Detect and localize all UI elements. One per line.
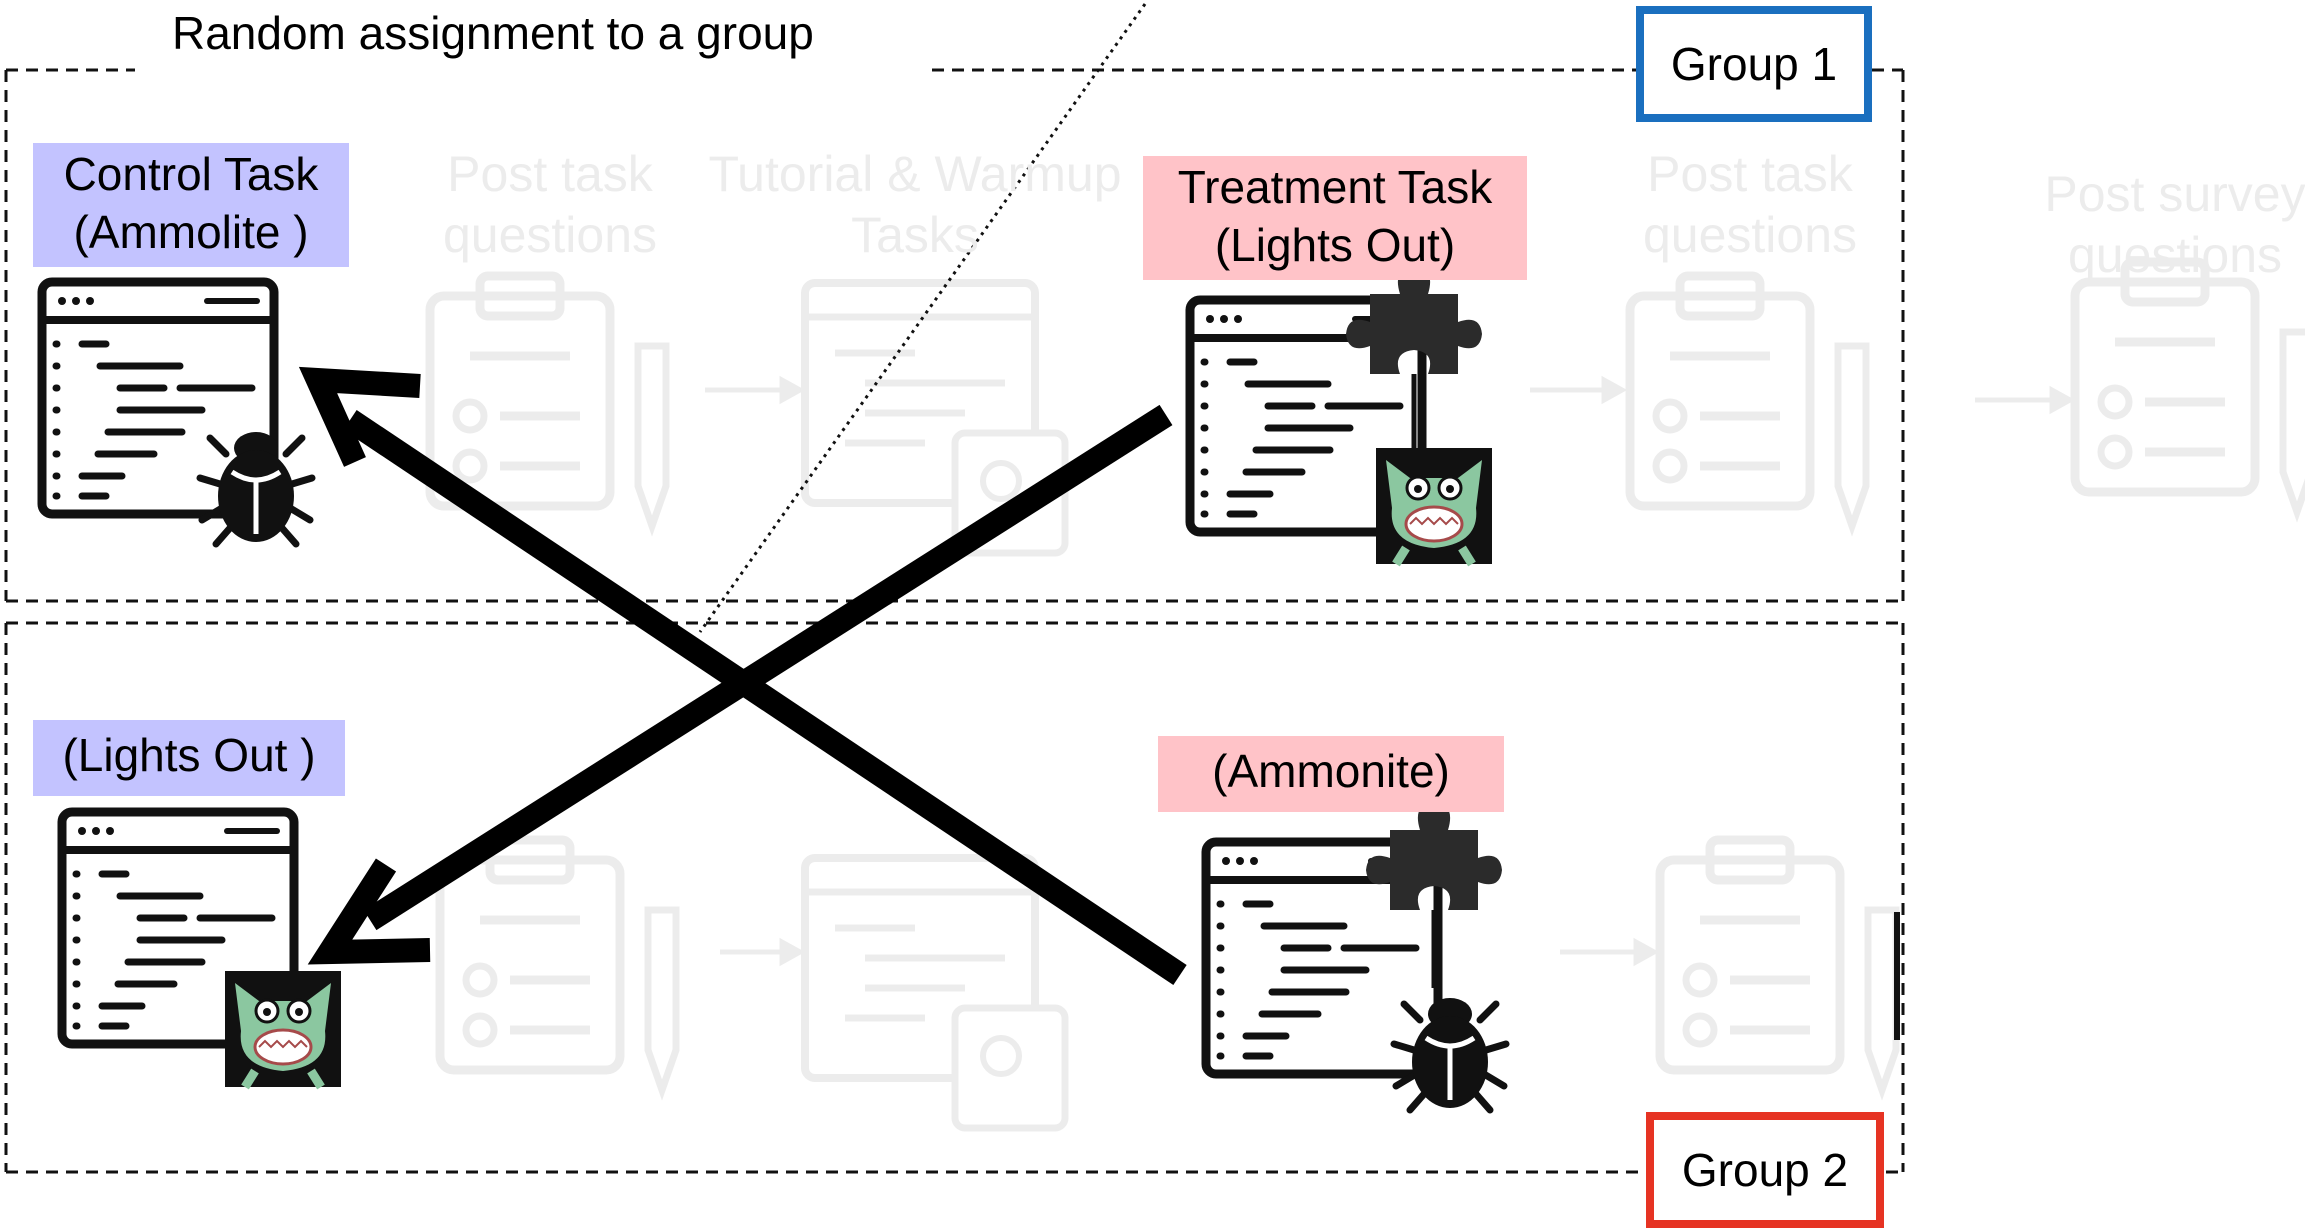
faded-step-label: Post task questions — [442, 146, 658, 263]
divider-dotted-line — [698, 3, 1147, 633]
diagram-title: Random assignment to a group — [172, 7, 814, 59]
group1-treatment-label: Treatment Task (Lights Out) — [1143, 156, 1527, 280]
arrowhead-group2 — [307, 858, 431, 965]
group1-badge: Group 1 — [1636, 6, 1872, 122]
swap-arrows — [298, 366, 1187, 985]
group2-frame — [4, 621, 1905, 1174]
group2-treatment-label: (Ammonite) — [1158, 736, 1504, 812]
arrow-to-group2-control — [363, 404, 1173, 931]
faded-arrow-icon — [705, 375, 2076, 967]
arrow-to-group1-control — [343, 410, 1187, 985]
group2-control-label: (Lights Out ) — [33, 720, 345, 796]
group2-badge: Group 2 — [1646, 1112, 1884, 1228]
faded-step-label: Post survey questions — [2044, 166, 2305, 283]
connector-line — [1411, 374, 1437, 988]
faded-step-label: Tutorial & Warmup Tasks — [708, 146, 1122, 263]
arrowhead-group1 — [298, 366, 421, 467]
faded-step-label: Post task questions — [1642, 146, 1858, 263]
group1-control-label: Control Task (Ammolite ) — [33, 143, 349, 267]
faded-tutorial-icon — [805, 283, 1065, 1128]
